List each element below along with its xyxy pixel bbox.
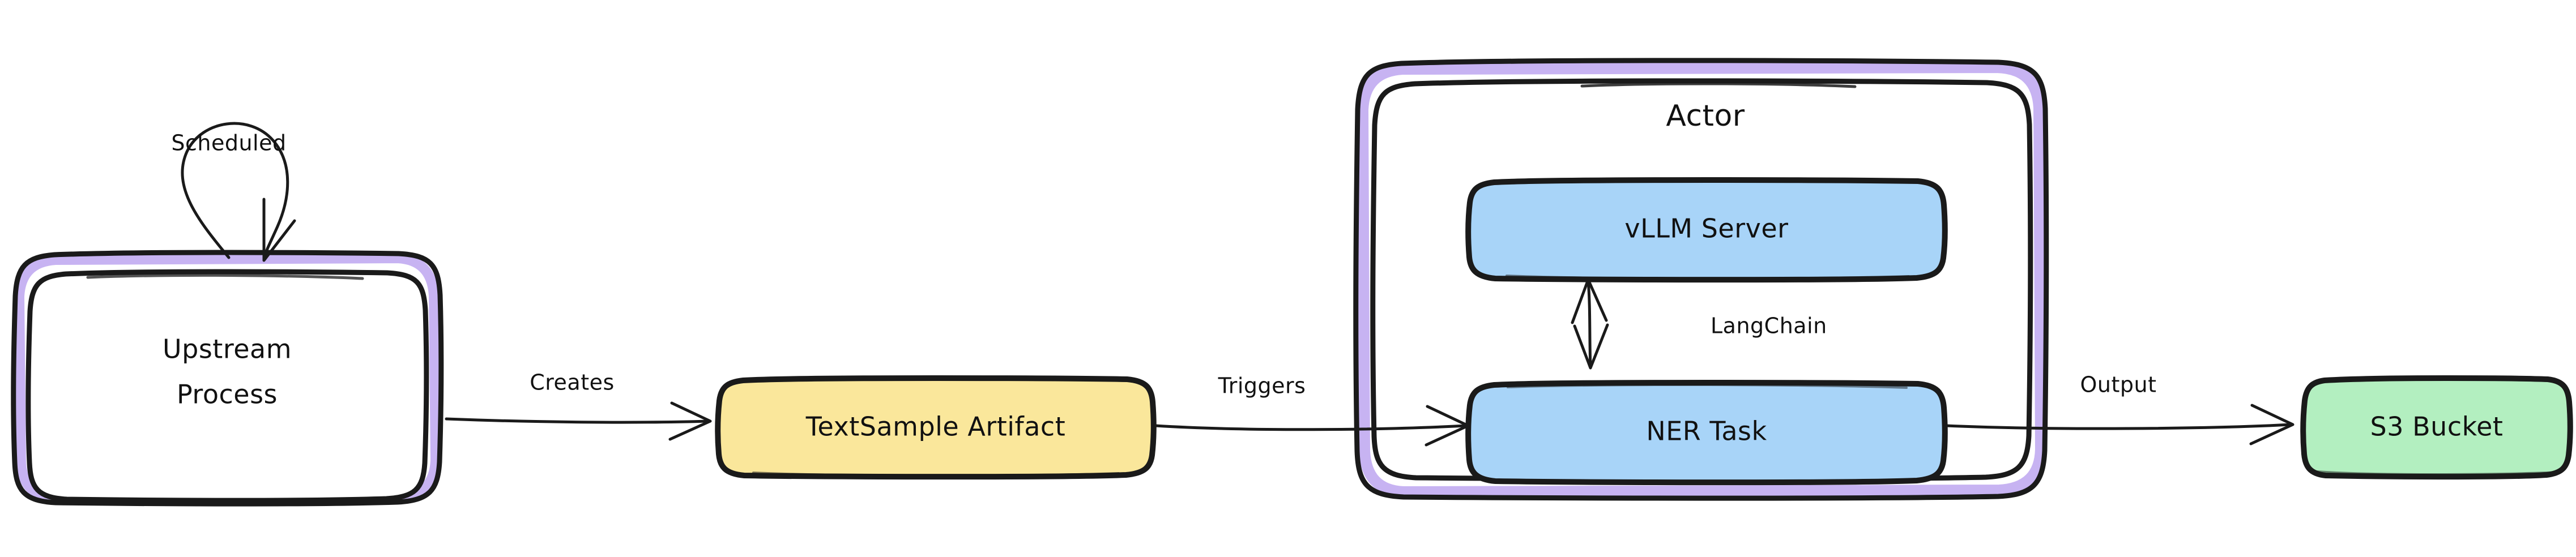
langchain-arrow-line <box>1586 279 1592 369</box>
s3-bucket-sketch-line <box>2315 470 2561 475</box>
triggers-arrow-line <box>1154 424 1468 431</box>
vllm-server-label: vLLM Server <box>1624 213 1788 244</box>
vllm-server-sketch-line <box>1505 275 1910 280</box>
scheduled-loop-arc <box>181 122 289 260</box>
triggers-edge-label: Triggers <box>1218 374 1306 399</box>
actor-group-accent-band <box>1357 62 2046 498</box>
scheduled-arrow-head <box>262 198 296 262</box>
upstream-process-outer-border <box>11 250 444 507</box>
s3-bucket-shape <box>2300 375 2573 480</box>
langchain-arrow-head-up <box>1571 278 1608 324</box>
upstream-process-top-sketch-line <box>86 273 364 280</box>
node-s3-bucket[interactable]: S3 Bucket <box>2300 375 2573 480</box>
actor-group-label: Actor <box>1666 99 1745 133</box>
node-vllm-server[interactable]: vLLM Server <box>1465 177 1948 283</box>
creates-arrow-line <box>445 417 710 424</box>
output-edge-label: Output <box>2080 372 2157 397</box>
langchain-edge-label: LangChain <box>1711 314 1827 339</box>
s3-bucket-label: S3 Bucket <box>2370 412 2504 442</box>
ner-task-shape <box>1465 380 1948 486</box>
creates-edge-label: Creates <box>530 370 615 395</box>
textsample-artifact-shape <box>715 375 1157 480</box>
actor-group-top-sketch-line <box>1580 82 1857 88</box>
ner-task-label: NER Task <box>1646 416 1767 447</box>
ner-task-sketch-line <box>1507 383 1908 389</box>
upstream-process-label-line1: Upstream <box>163 334 292 365</box>
node-textsample-artifact[interactable]: TextSample Artifact <box>715 375 1157 480</box>
edge-langchain[interactable]: LangChain <box>1571 278 1827 370</box>
node-upstream-process[interactable]: Upstream Process <box>11 250 444 507</box>
textsample-artifact-sketch-line <box>752 472 1120 477</box>
edge-output[interactable]: Output <box>1944 372 2294 445</box>
upstream-process-inner-border <box>25 269 429 503</box>
node-ner-task[interactable]: NER Task <box>1465 380 1948 486</box>
langchain-arrow-head-down <box>1573 323 1609 370</box>
textsample-artifact-label: TextSample Artifact <box>805 412 1066 442</box>
creates-arrow-head <box>668 401 712 441</box>
output-arrow-line <box>1944 423 2292 430</box>
actor-group-outer-border <box>1353 58 2049 501</box>
edge-scheduled-selfloop[interactable]: Scheduled <box>171 122 296 262</box>
upstream-process-label-line2: Process <box>177 379 278 410</box>
scheduled-edge-label: Scheduled <box>171 131 286 156</box>
edge-triggers[interactable]: Triggers <box>1154 374 1470 447</box>
edge-creates[interactable]: Creates <box>445 370 712 441</box>
vllm-server-shape <box>1465 177 1948 283</box>
output-arrow-head <box>2249 404 2294 445</box>
